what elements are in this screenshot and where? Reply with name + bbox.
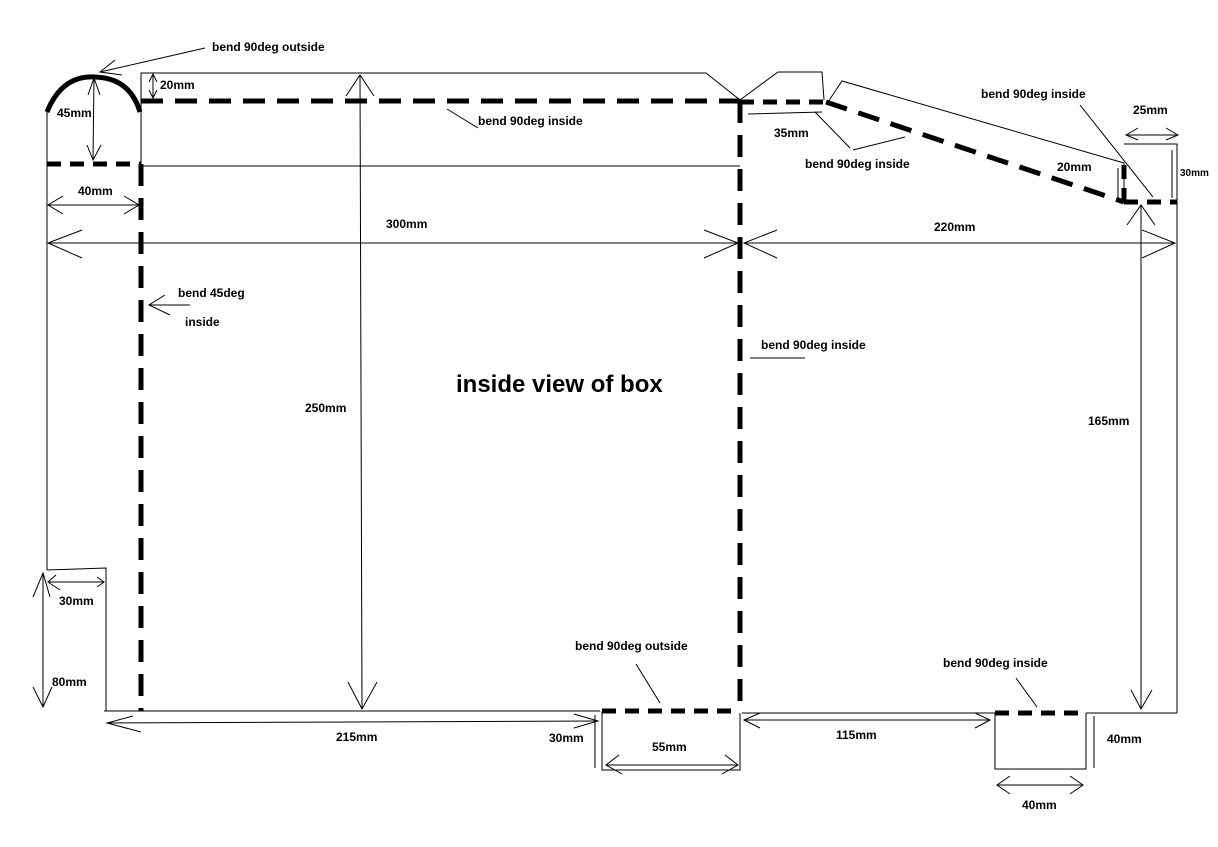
- dim-label-250: 250mm: [305, 401, 346, 415]
- bottom-tab-right: [994, 713, 1087, 770]
- label-bend-45-line2: inside: [185, 315, 220, 329]
- diagram-title: inside view of box: [456, 371, 663, 398]
- label-bend-90-inside-right: bend 90deg inside: [981, 87, 1086, 101]
- leader-bend-inside-right: [1079, 104, 1154, 198]
- label-bend-90-outside-top: bend 90deg outside: [212, 40, 325, 54]
- leader-bend-outside-top: [99, 47, 206, 73]
- dim-215-line: [106, 720, 599, 724]
- fold-lines: [44, 74, 1177, 716]
- annotation-labels: bend 90deg outside bend 90deg inside ben…: [178, 40, 1086, 670]
- dim-label-30-left: 30mm: [59, 594, 94, 608]
- leader-bend-inside-slope-b: [852, 136, 906, 151]
- dim-label-165: 165mm: [1088, 414, 1129, 428]
- arrowhead: [1126, 204, 1156, 226]
- arrowhead: [32, 686, 53, 709]
- arrowhead: [96, 576, 105, 588]
- arrowhead: [1069, 775, 1084, 795]
- arrowhead: [147, 294, 171, 316]
- arrowhead: [573, 713, 600, 729]
- arrowhead: [1130, 689, 1153, 711]
- small-flap-outline: [739, 71, 825, 101]
- dim-label-30-right: 30mm: [1180, 168, 1209, 179]
- arrowhead: [86, 144, 102, 162]
- arrowhead: [742, 712, 761, 729]
- dim-label-300: 300mm: [386, 217, 427, 231]
- dim-label-40-tab-w: 40mm: [1022, 798, 1057, 812]
- arrowhead: [123, 195, 140, 215]
- arrowhead: [47, 574, 61, 591]
- arrowhead: [87, 76, 101, 96]
- dim-label-40-left: 40mm: [78, 184, 113, 198]
- arrowhead: [105, 715, 142, 733]
- dim-label-30-bottom: 30mm: [549, 731, 584, 745]
- arrowhead: [148, 89, 158, 100]
- dim-35-line: [747, 111, 823, 115]
- curved-fold-top-left: [44, 74, 143, 113]
- dim-label-35: 35mm: [774, 126, 809, 140]
- leader-arrows: [98, 47, 1154, 708]
- arrowhead: [1124, 127, 1139, 141]
- label-bend-90-inside-slope: bend 90deg inside: [805, 157, 910, 171]
- arrowhead: [742, 229, 778, 259]
- arrowhead: [721, 754, 739, 775]
- top-flap-outline: [140, 72, 741, 101]
- dim-label-25: 25mm: [1133, 103, 1168, 117]
- slope-flap-outline: [827, 80, 1125, 200]
- dim-label-55: 55mm: [652, 740, 687, 754]
- dim-label-20-top: 20mm: [160, 78, 195, 92]
- arrowhead: [98, 59, 123, 76]
- dim-250-line: [359, 74, 363, 710]
- arrowhead: [974, 712, 992, 729]
- dim-label-115: 115mm: [836, 728, 877, 742]
- dim-label-40-tab-h: 40mm: [1107, 732, 1142, 746]
- leader-bend-inside-bottom: [1015, 677, 1038, 708]
- arrowhead: [148, 72, 158, 83]
- dim-45-line: [92, 77, 95, 161]
- arrowhead: [1141, 229, 1177, 259]
- dim-label-215: 215mm: [336, 730, 377, 744]
- arrowhead: [605, 754, 623, 775]
- label-bend-90-inside-center: bend 90deg inside: [761, 338, 866, 352]
- arrowhead: [996, 775, 1011, 795]
- arrowhead: [347, 681, 378, 711]
- dim-label-20-right: 20mm: [1057, 160, 1092, 174]
- dimension-labels: 20mm 45mm 40mm 300mm 250mm 35mm 220mm 25…: [52, 78, 1209, 812]
- label-bend-90-inside-bottom: bend 90deg inside: [943, 656, 1048, 670]
- arrowhead: [1165, 127, 1180, 141]
- dim-label-80: 80mm: [52, 675, 87, 689]
- bottom-tab-left: [601, 711, 741, 771]
- fold-slope: [825, 99, 1125, 205]
- arrowhead: [703, 229, 740, 259]
- leader-bend-outside-bottom: [635, 663, 661, 704]
- dimension-lines: [32, 72, 1180, 795]
- arrowhead: [32, 571, 51, 598]
- left-bottom-step: [46, 567, 107, 711]
- dim-label-45: 45mm: [57, 106, 92, 120]
- right-tab-outline: [1124, 143, 1178, 200]
- label-bend-45-line1: bend 45deg: [178, 286, 245, 300]
- arrowhead: [47, 195, 64, 215]
- label-bend-90-outside-bottom: bend 90deg outside: [575, 639, 688, 653]
- label-bend-90-inside-top: bend 90deg inside: [478, 114, 583, 128]
- dim-label-220: 220mm: [934, 220, 975, 234]
- leader-bend-inside-top: [446, 108, 479, 129]
- leader-bend-inside-slope-a: [814, 111, 851, 149]
- arrowhead: [345, 74, 375, 97]
- arrowhead: [46, 229, 83, 259]
